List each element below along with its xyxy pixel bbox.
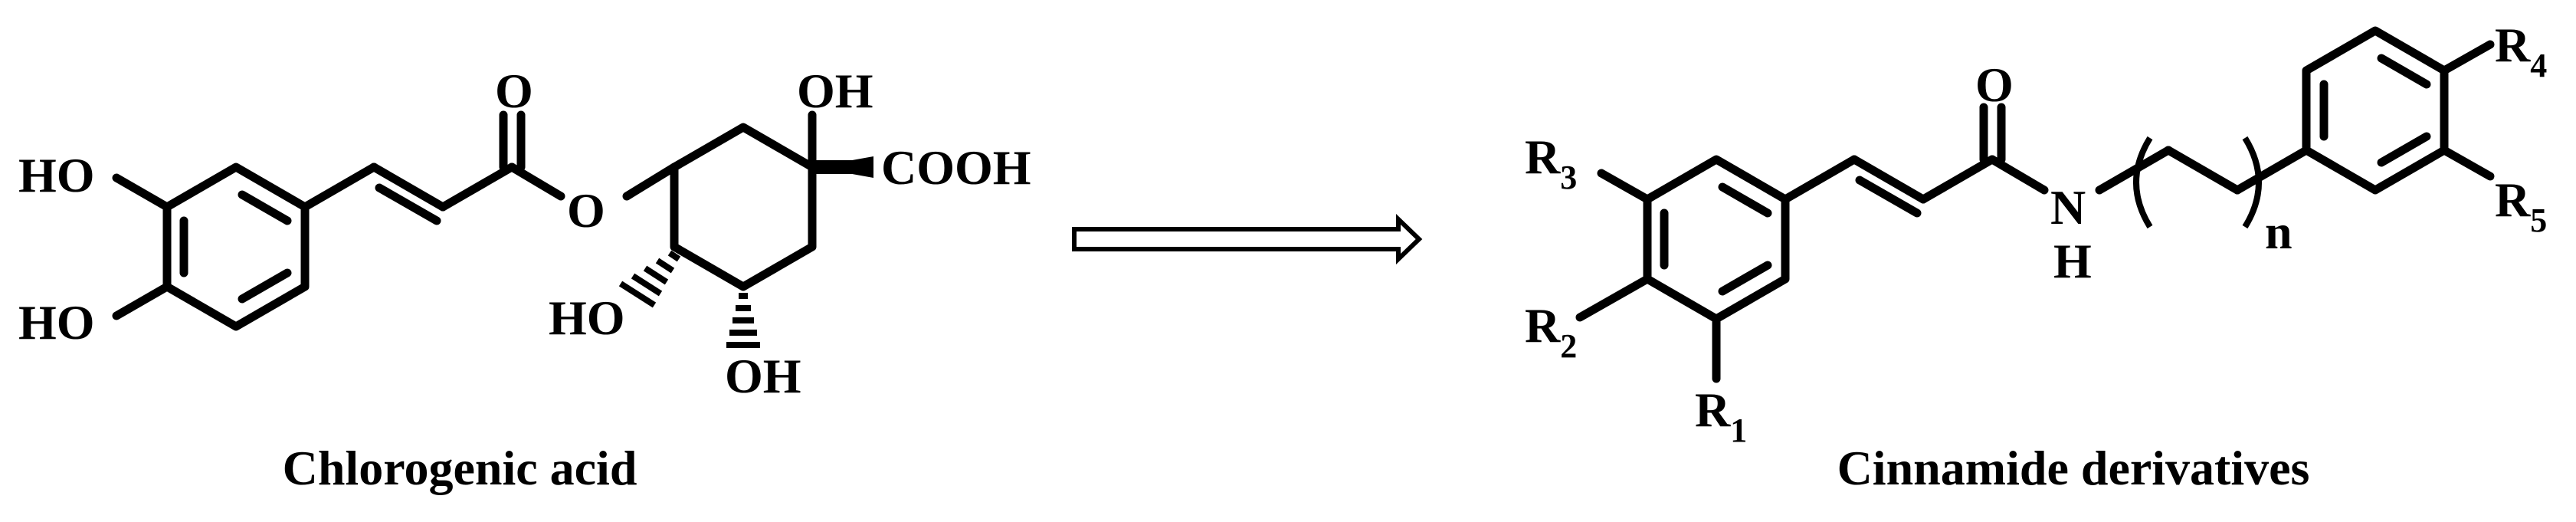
cinnamoyl-ring — [1643, 155, 1790, 323]
bond-ch2-ch2 — [2164, 146, 2242, 195]
atom-r5: R5 — [2495, 172, 2547, 239]
bond-r2 — [1575, 274, 1652, 322]
atom-oh-bottom: OH — [725, 349, 801, 403]
atom-h: H — [2053, 234, 2092, 288]
hash-oh-bottom — [726, 293, 760, 348]
bond-vinyl-double-rb — [1855, 176, 1922, 218]
cinnamide-structure: R3 R2 R1 O N H n R4 R5 — [1525, 18, 2547, 449]
atom-r3: R3 — [1525, 130, 1577, 196]
repeat-bracket-left — [2133, 136, 2153, 229]
atom-carbonyl-o-right: O — [1975, 57, 2014, 112]
atom-r4: R4 — [2495, 18, 2547, 84]
atom-r1: R1 — [1695, 382, 1747, 449]
retrosynthesis-arrow — [1072, 213, 1423, 265]
bond-vinyl-carbonyl — [438, 163, 516, 212]
bond-n-ch2 — [2095, 146, 2173, 195]
chlorogenic-acid-structure: HO HO O O OH COOH HO OH — [18, 64, 1031, 403]
repeat-bracket-right — [2242, 136, 2262, 229]
atom-carbonyl-o-left: O — [495, 64, 533, 118]
wedge-cooh-tip — [814, 156, 873, 178]
bond-r3 — [1597, 169, 1652, 204]
bond-vinyl-double-a — [369, 163, 447, 212]
repeat-count-n: n — [2265, 205, 2293, 259]
hash-ho-lower — [618, 250, 681, 308]
quinic-ring — [670, 123, 817, 291]
catechol-ring — [162, 163, 310, 331]
bond-vinyl-carbonyl-r — [1919, 155, 1997, 204]
atom-ho-bottom: HO — [18, 295, 95, 350]
bond-c-n — [1988, 155, 2049, 195]
atom-n: N — [2050, 180, 2086, 235]
atom-cooh: COOH — [881, 140, 1031, 195]
caption-cinnamide-derivatives: Cinnamide derivatives — [1837, 441, 2310, 495]
bond-ring-vinyl-r — [1781, 155, 1859, 204]
atom-ho-lower: HO — [549, 291, 625, 345]
bond-vinyl-double-ra — [1850, 155, 1928, 204]
atom-ester-o: O — [567, 183, 605, 238]
bond-ester-o — [507, 163, 565, 201]
bond-ring-vinyl — [300, 163, 379, 212]
bond-ho-top — [112, 173, 172, 212]
bond-o-quinic — [622, 163, 679, 201]
atom-oh-top: OH — [797, 64, 873, 118]
bond-ch2-ring — [2233, 146, 2311, 195]
bond-r5 — [2440, 146, 2495, 181]
terminal-ring — [2302, 26, 2449, 195]
caption-chlorogenic-acid: Chlorogenic acid — [283, 441, 637, 495]
atom-r2: R2 — [1525, 298, 1577, 365]
bond-ho-bottom — [112, 282, 172, 320]
bond-r4 — [2440, 40, 2495, 75]
bond-vinyl-double-b — [375, 183, 441, 225]
atom-ho-top: HO — [18, 148, 95, 202]
